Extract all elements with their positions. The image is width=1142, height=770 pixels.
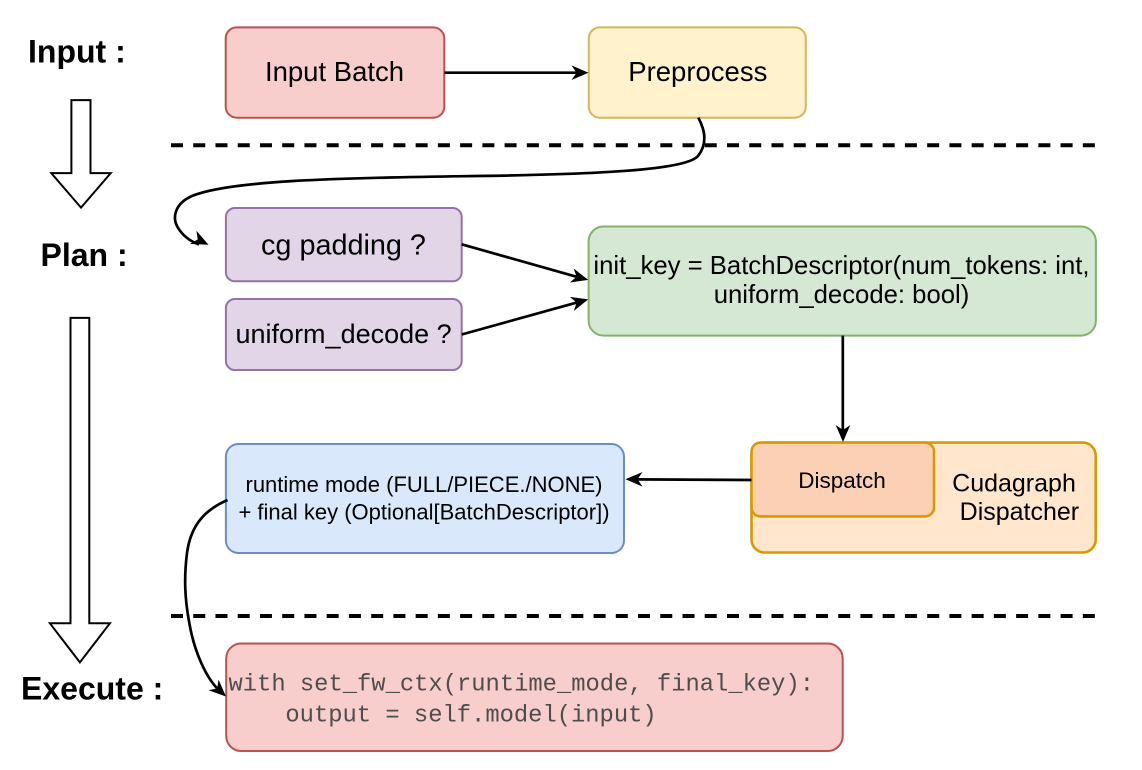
svg-text:Preprocess: Preprocess [628, 56, 767, 87]
svg-text:output = self.model(input): output = self.model(input) [285, 702, 656, 729]
svg-text:Input :: Input : [28, 34, 126, 70]
svg-text:+ final key (Optional[BatchDes: + final key (Optional[BatchDescriptor]) [238, 500, 609, 525]
svg-text:Cudagraph: Cudagraph [952, 470, 1076, 498]
svg-text:Input Batch: Input Batch [265, 56, 404, 87]
svg-text:with set_fw_ctx(runtime_mode,: with set_fw_ctx(runtime_mode, final_key)… [229, 672, 815, 699]
svg-text:Dispatcher: Dispatcher [960, 498, 1080, 526]
svg-text:uniform_decode ?: uniform_decode ? [236, 319, 452, 349]
svg-text:uniform_decode: bool): uniform_decode: bool) [714, 281, 970, 309]
svg-text:runtime mode (FULL/PIECE./NONE: runtime mode (FULL/PIECE./NONE) [246, 472, 603, 497]
svg-text:cg padding ?: cg padding ? [261, 229, 426, 261]
svg-text:Execute :: Execute : [21, 670, 163, 706]
svg-text:Plan :: Plan : [41, 237, 128, 273]
svg-text:init_key = BatchDescriptor(num: init_key = BatchDescriptor(num_tokens: i… [593, 252, 1089, 280]
svg-text:Dispatch: Dispatch [798, 468, 886, 493]
